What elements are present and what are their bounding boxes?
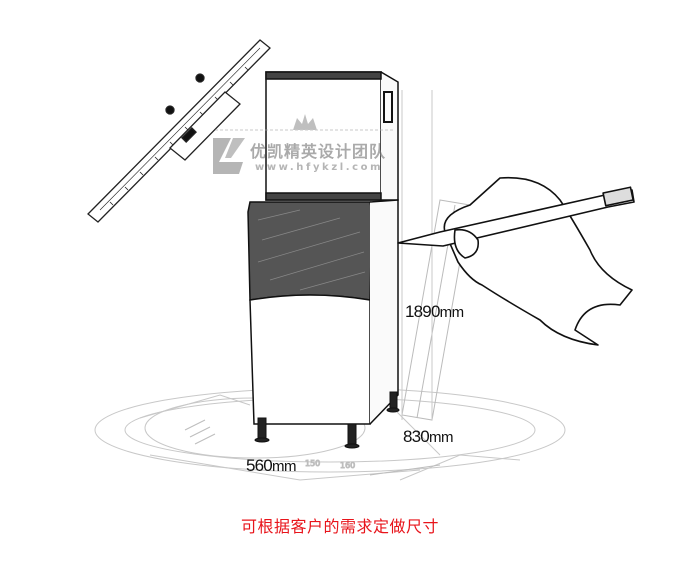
depth-value: 830: [403, 427, 430, 446]
adjustable-feet: [254, 391, 400, 449]
svg-text:160: 160: [340, 461, 355, 470]
watermark-url: www.hfykzl.com: [255, 162, 384, 173]
width-dimension-label: 560mm: [246, 456, 296, 476]
ice-storage-bin: [247, 199, 399, 425]
depth-unit: mm: [428, 429, 454, 446]
height-unit: mm: [439, 304, 465, 321]
brand-logo-icon: [213, 138, 245, 174]
height-value: 1890: [405, 302, 440, 321]
drafting-marks: 150 160: [184, 419, 441, 476]
watermark: 优凯精英设计团队 www.hfykzl.com: [205, 112, 405, 192]
crown-ornament-icon: [215, 114, 395, 131]
width-value: 560: [246, 456, 273, 475]
svg-text:150: 150: [305, 459, 320, 468]
bin-door-texture: [257, 209, 366, 291]
height-gauge-caliper: [87, 39, 271, 223]
width-unit: mm: [271, 458, 297, 475]
ice-maker-head: [265, 71, 399, 201]
hand-holding-pencil: [397, 176, 635, 346]
height-dimension-label: 1890mm: [405, 302, 464, 322]
depth-dimension-label: 830mm: [403, 427, 453, 447]
custom-size-caption: 可根据客户的需求定做尺寸: [240, 517, 439, 536]
watermark-brand: 优凯精英设计团队: [250, 142, 387, 161]
